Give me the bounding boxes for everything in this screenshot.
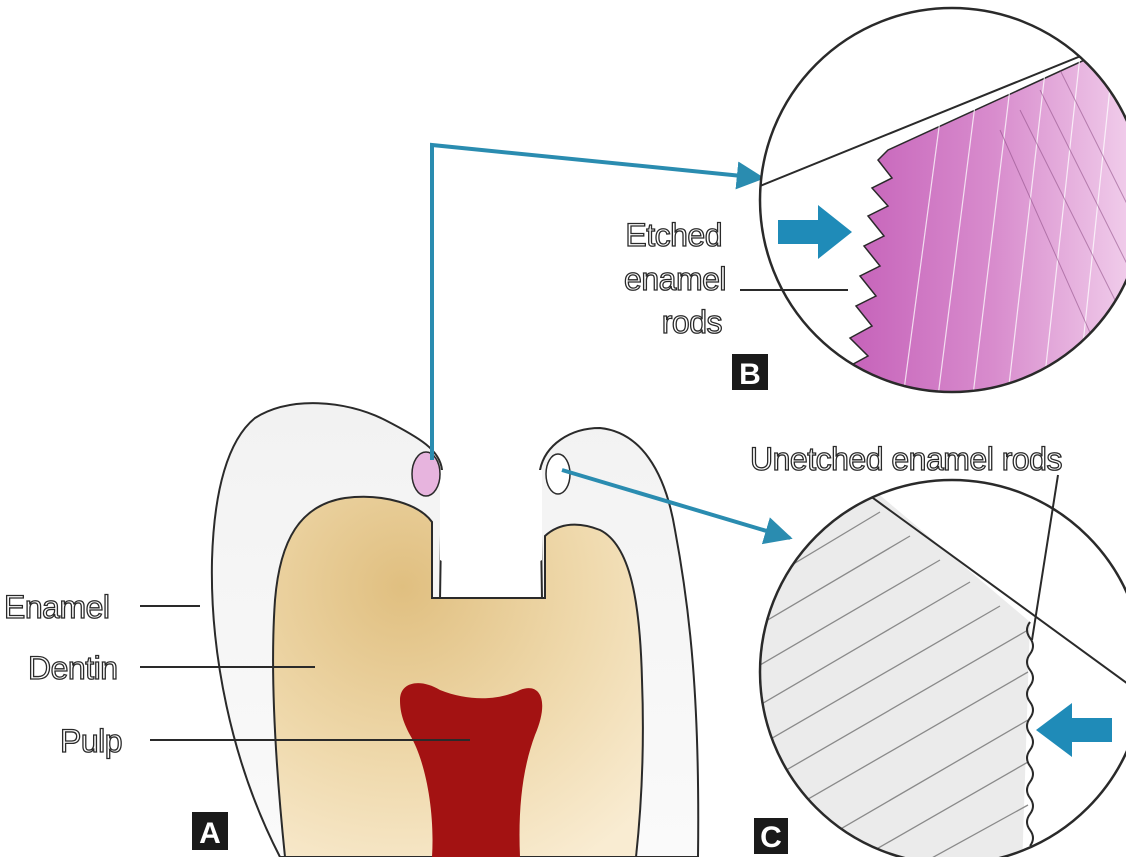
enamel-label: Enamel bbox=[4, 589, 110, 625]
unetched-label: Unetched enamel rods bbox=[750, 441, 1062, 477]
dentin-label: Dentin bbox=[28, 650, 118, 686]
pulp-label: Pulp bbox=[60, 723, 122, 759]
panel-c-badge: C bbox=[754, 818, 788, 854]
cavity-preparation bbox=[440, 470, 542, 574]
etched-label-line3: rods bbox=[662, 304, 722, 340]
svg-text:B: B bbox=[739, 358, 761, 391]
unetched-spot bbox=[546, 454, 570, 494]
svg-text:A: A bbox=[199, 817, 221, 850]
panel-b-magnified-etched bbox=[740, 8, 1126, 420]
panel-a-badge: A bbox=[192, 812, 228, 850]
connector-arrow-to-b bbox=[432, 145, 762, 460]
etched-spot bbox=[412, 452, 440, 496]
svg-text:C: C bbox=[760, 821, 782, 854]
etched-label-line2: enamel bbox=[624, 261, 726, 297]
tooth-section bbox=[212, 403, 698, 857]
panel-b-badge: B bbox=[732, 354, 768, 391]
etched-label-line1: Etched bbox=[625, 217, 722, 253]
